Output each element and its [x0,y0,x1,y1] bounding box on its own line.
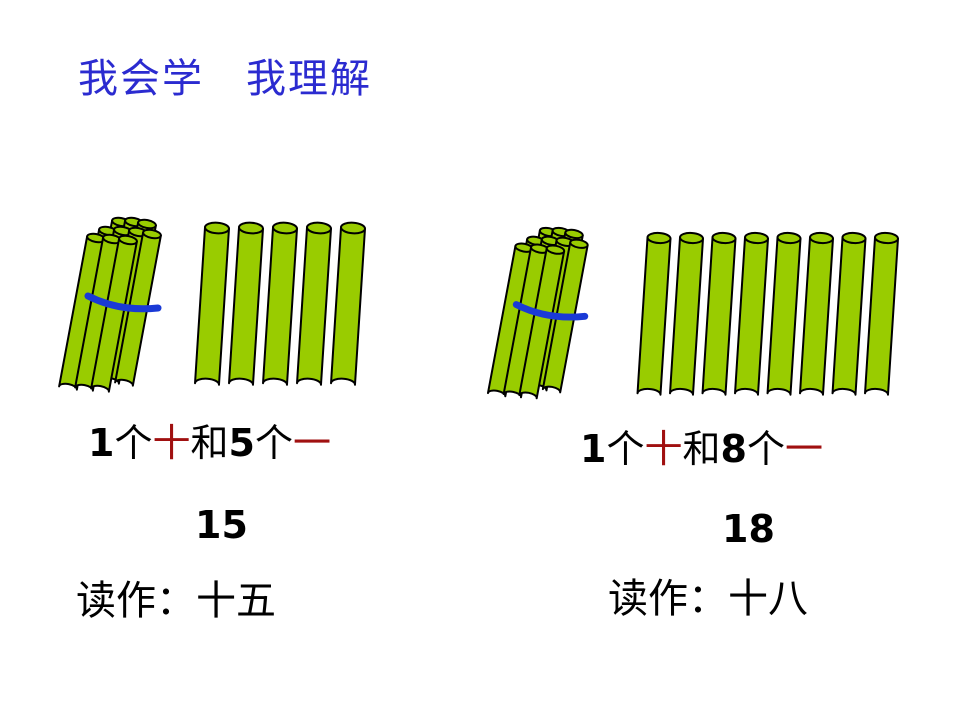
tens-count: 1 [88,421,115,465]
single-stick [831,231,867,396]
bundle-stick [90,234,138,393]
single-sticks-right [636,231,899,396]
and-word: 和 [190,421,229,465]
composition-text-right: 1个十和8个一 [580,418,823,473]
ones-word: 一 [784,427,823,471]
single-sticks-left [194,221,366,386]
ones-count: 8 [720,427,747,471]
and-word: 和 [682,427,721,471]
rubber-band [84,292,162,313]
reading-text-left: 读作：十五 [76,578,276,624]
single-stick [766,231,802,396]
single-stick [701,231,737,396]
single-stick [864,231,899,396]
bundle-stick [486,242,534,398]
unit-word: 个 [254,421,293,465]
single-stick [734,231,769,396]
composition-text-left: 1个十和5个一 [88,412,331,467]
single-stick [296,221,332,386]
bundle-stick [518,244,566,400]
tens-count: 1 [580,427,607,471]
unit-word: 个 [114,421,153,465]
single-stick [330,221,366,386]
single-stick [228,221,264,386]
ones-word: 一 [292,421,331,465]
ten-stick-bundle-right [486,226,589,400]
rubber-band [512,301,589,321]
single-stick [636,231,672,396]
unit-word: 个 [606,427,645,471]
page-title: 我会学 我理解 [78,56,372,102]
bundle-stick [502,243,550,399]
single-stick [669,231,704,396]
bundle-stick [74,233,122,392]
ten-stick-bundle-left [58,216,162,393]
single-stick [262,221,298,386]
number-value-right: 18 [722,507,775,551]
tens-word: 十 [152,421,191,465]
number-value-left: 15 [195,503,248,547]
ones-count: 5 [228,421,255,465]
single-stick [799,231,834,396]
unit-word: 个 [746,427,785,471]
tens-word: 十 [644,427,683,471]
single-stick [194,221,230,386]
reading-text-right: 读作：十八 [608,576,808,622]
